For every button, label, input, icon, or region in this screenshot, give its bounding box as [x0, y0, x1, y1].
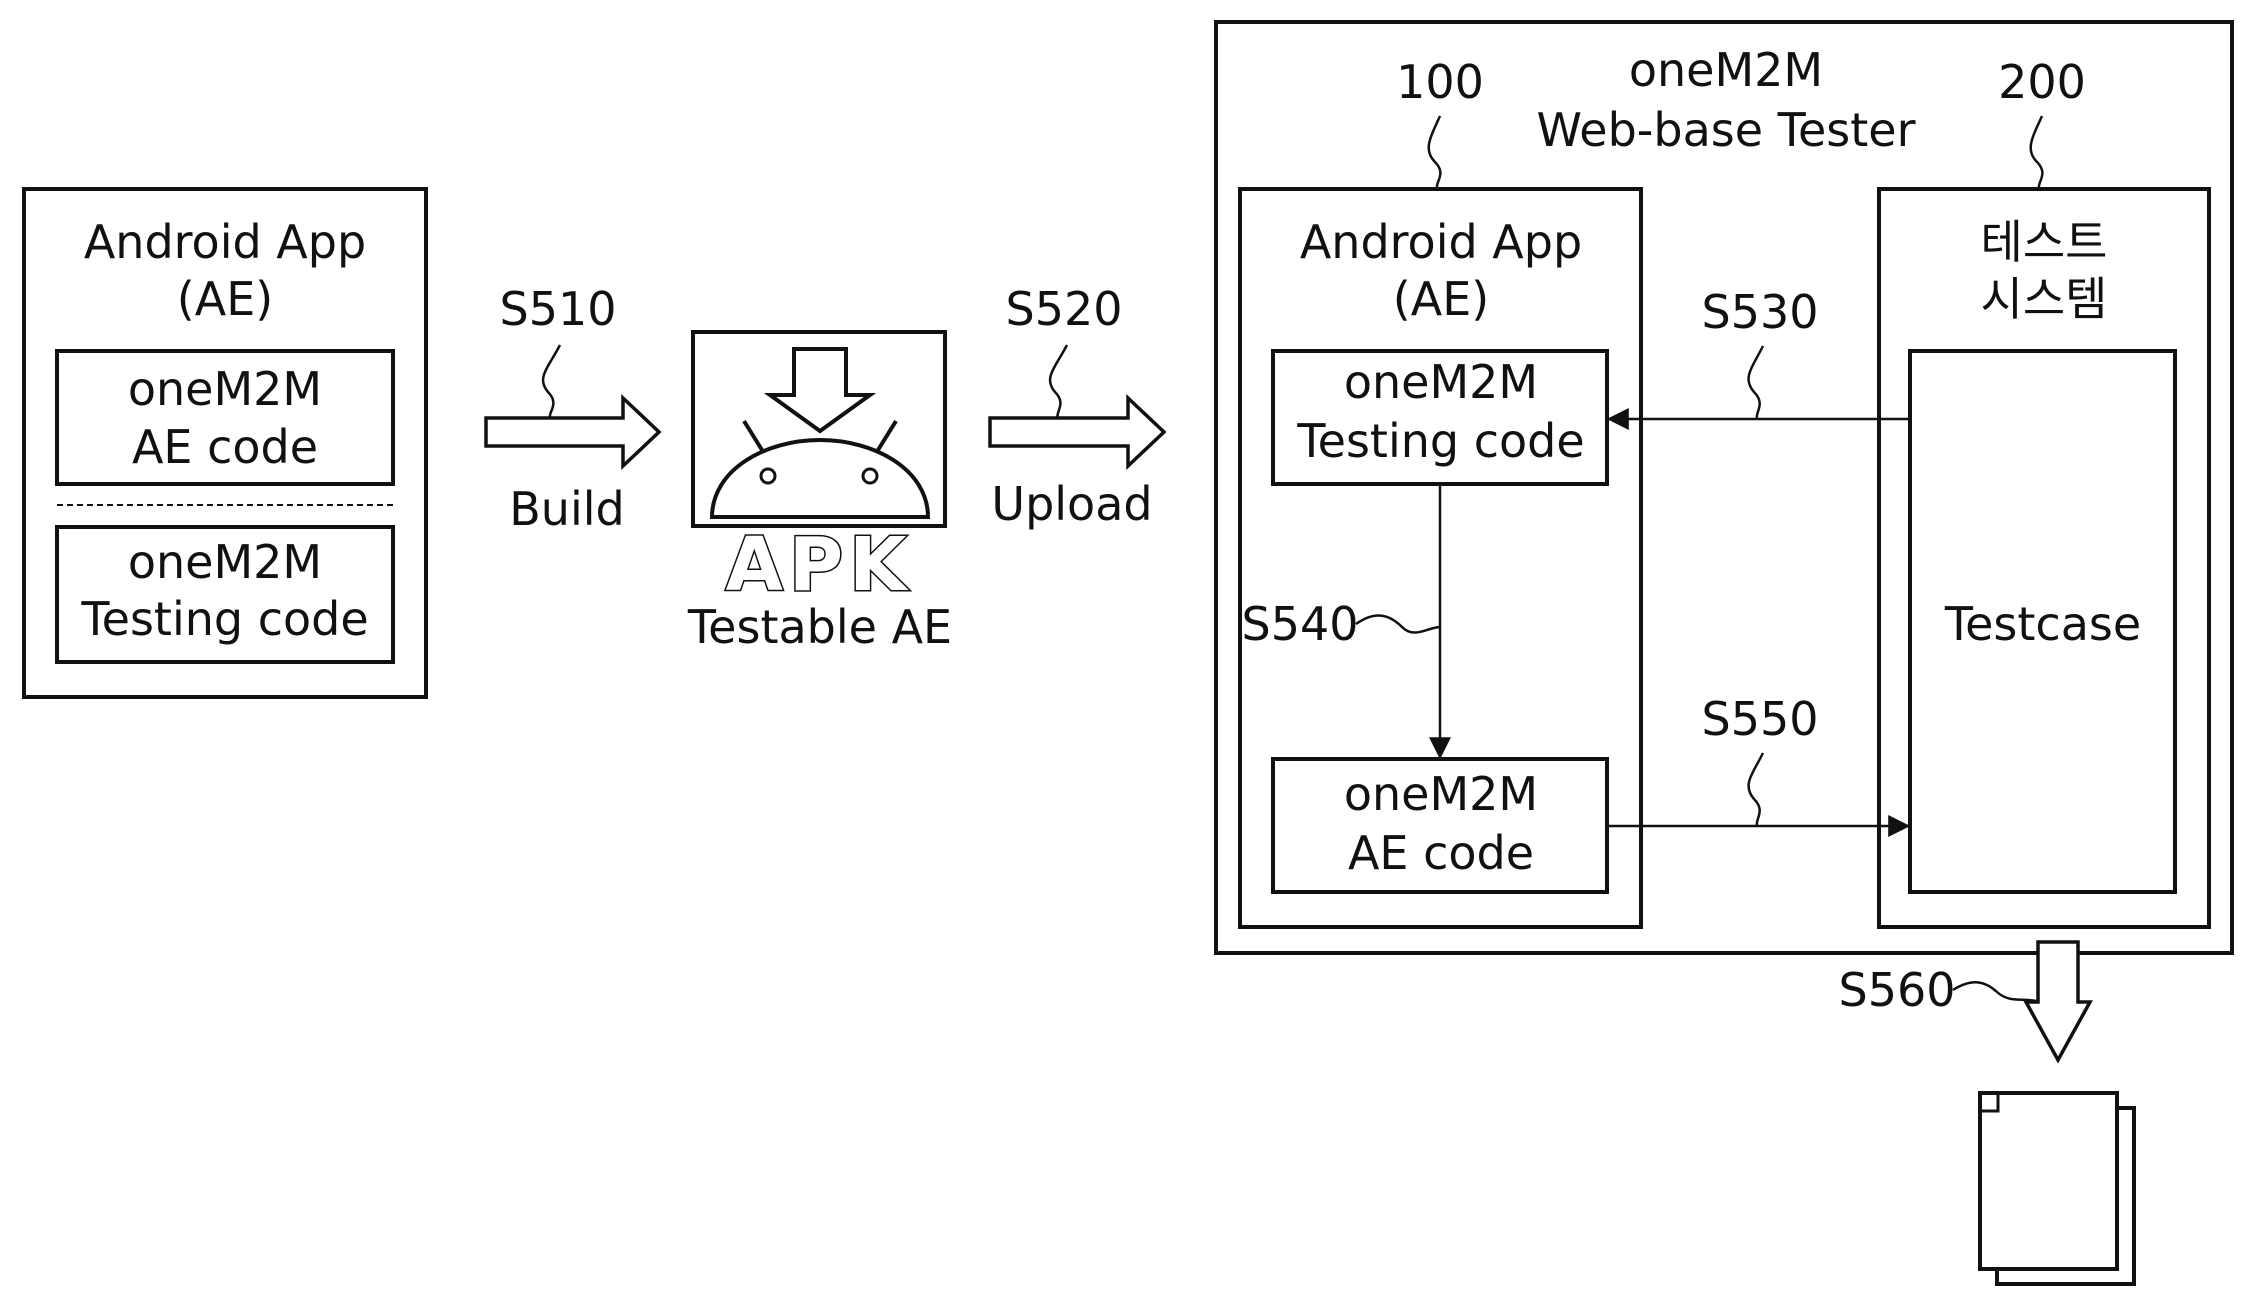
- upload-step-label: Upload: [991, 477, 1152, 531]
- tester-ae-code-line2: AE code: [1348, 826, 1534, 880]
- step-s550: S550: [1607, 692, 1911, 837]
- left-testing-code-line1: oneM2M: [128, 535, 322, 589]
- tester-testing-code-box: oneM2M Testing code: [1271, 349, 1609, 486]
- test-system-title-line2: 시스템: [1981, 272, 2108, 326]
- apk-package: APK Testable AE: [687, 330, 952, 654]
- download-arrow-icon: [763, 347, 877, 434]
- tester-ae-code-box: oneM2M AE code: [1271, 757, 1609, 894]
- web-base-tester: oneM2M Web-base Tester 100 200 Android A…: [1214, 20, 2234, 955]
- upload-step: S520 Upload: [988, 282, 1167, 531]
- left-testing-code-line2: Testing code: [80, 592, 368, 646]
- s560-label: S560: [1839, 963, 1956, 1017]
- step-s530: S530: [1606, 285, 1910, 430]
- left-android-app: Android App (AE) oneM2M AE code oneM2M T…: [22, 187, 428, 699]
- left-app-title-line1: Android App: [84, 215, 366, 269]
- s550-label: S550: [1702, 692, 1819, 746]
- left-testing-code-box: oneM2M Testing code: [55, 525, 395, 664]
- testcase-label: Testcase: [1944, 597, 2141, 651]
- test-system-title-line1: 테스트: [1981, 215, 2108, 269]
- s560-arrow: [2023, 940, 2093, 1064]
- s530-label: S530: [1702, 285, 1819, 339]
- s540-label: S540: [1242, 597, 1359, 651]
- s530-leader: [1747, 345, 1765, 420]
- left-ae-code-line2: AE code: [132, 420, 318, 474]
- build-step-ref: S510: [500, 282, 617, 336]
- step-s540: S540: [1242, 484, 1451, 760]
- test-system: 테스트 시스템 Testcase: [1877, 187, 2211, 929]
- apk-caption: Testable AE: [687, 600, 952, 654]
- tester-ae-code-line1: oneM2M: [1344, 767, 1538, 821]
- left-ae-code-box: oneM2M AE code: [55, 349, 395, 486]
- build-step: S510 Build: [484, 282, 662, 536]
- tester-testing-code-line2: Testing code: [1296, 414, 1584, 468]
- build-step-label: Build: [509, 482, 624, 536]
- tester-system-ref: 200: [1998, 55, 2086, 109]
- build-step-leader: [541, 344, 562, 419]
- left-ae-code-line1: oneM2M: [128, 362, 322, 416]
- s550-leader: [1747, 752, 1765, 827]
- android-robot-icon: [709, 419, 931, 519]
- tester-app-title-line2: (AE): [1393, 272, 1489, 326]
- tester-app-title-line1: Android App: [1300, 215, 1582, 269]
- tester-app-ref: 100: [1396, 55, 1484, 109]
- s540-leader: [1355, 614, 1441, 634]
- step-s560: S560: [1839, 940, 2093, 1064]
- app-ref-leader: [1427, 115, 1442, 190]
- upload-step-leader: [1048, 344, 1069, 419]
- document-stack-icon: [1978, 1091, 2136, 1286]
- left-app-title-line2: (AE): [177, 272, 273, 326]
- upload-step-ref: S520: [1006, 282, 1123, 336]
- upload-arrow: [988, 393, 1167, 471]
- apk-logo-text: APK: [726, 522, 913, 608]
- testcase-box: Testcase: [1908, 349, 2177, 894]
- system-ref-leader: [2029, 115, 2044, 190]
- tester-title-line2: Web-base Tester: [1537, 103, 1916, 157]
- tester-testing-code-line1: oneM2M: [1344, 355, 1538, 409]
- build-arrow: [484, 393, 662, 471]
- s560-leader: [1952, 981, 2037, 1003]
- tester-title-line1: oneM2M: [1629, 43, 1823, 97]
